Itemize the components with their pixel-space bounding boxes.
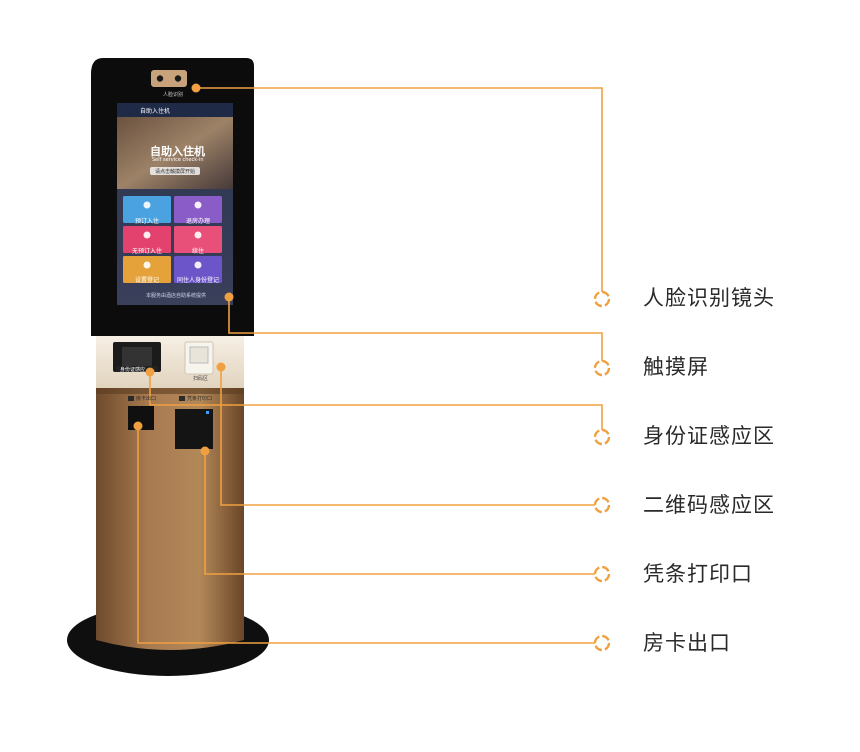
kiosk-body-shadow bbox=[96, 388, 244, 394]
receipt-printer-led bbox=[206, 411, 209, 414]
receipt-slot-label-box bbox=[179, 396, 185, 401]
callout-anchor-dot bbox=[145, 367, 155, 377]
hero-button-label: 请点击触摸屏开始 bbox=[155, 169, 196, 175]
callout-anchor-dot bbox=[133, 421, 143, 431]
hero-subtitle: Self service check-in bbox=[152, 157, 204, 163]
callout-line-touch-screen bbox=[228, 297, 603, 368]
callout-marker-ring bbox=[593, 634, 611, 652]
tile-label-booking: 预订入住 bbox=[134, 218, 159, 225]
callout-label-receipt-printer: 凭条打印口 bbox=[643, 562, 753, 586]
tile-label-settings: 设置登记 bbox=[134, 277, 159, 284]
callout-marker-ring bbox=[593, 428, 611, 446]
id-card-reader-window bbox=[122, 347, 152, 366]
callout-line-id-card bbox=[149, 372, 603, 437]
qr-reader-label: 扫码区 bbox=[193, 376, 209, 382]
qr-code-reader-window bbox=[189, 346, 209, 364]
callout-label-face-camera: 人脸识别镜头 bbox=[643, 286, 775, 310]
clock-icon bbox=[194, 231, 202, 239]
callout-anchor-dot bbox=[224, 292, 234, 302]
menu-tile bbox=[123, 256, 171, 283]
hero-title: 自助入住机 bbox=[150, 145, 205, 158]
callout-marker-ring bbox=[593, 359, 611, 377]
card-slot-label-box bbox=[128, 396, 134, 401]
id-reader-label: 身份证感应 bbox=[120, 367, 146, 373]
screen-hero-overlay bbox=[117, 117, 233, 189]
callout-label-touch-screen: 触摸屏 bbox=[643, 355, 709, 379]
tile-label-cohabitant: 同住人身份登记 bbox=[176, 277, 219, 284]
menu-tile bbox=[174, 226, 222, 253]
tile-label-extend: 续住 bbox=[191, 248, 204, 255]
callout-lines bbox=[133, 83, 611, 652]
user-icon bbox=[194, 261, 202, 269]
callout-label-room-card: 房卡出口 bbox=[643, 631, 731, 655]
menu-tile bbox=[123, 226, 171, 253]
face-camera-module bbox=[151, 70, 187, 87]
calendar-icon bbox=[143, 201, 151, 209]
callout-marker-ring bbox=[593, 565, 611, 583]
callout-label-qr-code: 二维码感应区 bbox=[643, 493, 775, 517]
callout-marker-ring bbox=[593, 496, 611, 514]
menu-tile bbox=[174, 256, 222, 283]
screen-header-bar bbox=[117, 103, 233, 117]
screen-menu-tiles bbox=[123, 196, 222, 283]
card-slot-label: 房卡出口 bbox=[136, 396, 157, 402]
callout-anchor-dot bbox=[200, 446, 210, 456]
card-icon bbox=[143, 231, 151, 239]
screen-header-text: 自助入住机 bbox=[140, 108, 171, 115]
callout-line-room-card bbox=[137, 426, 602, 644]
receipt-slot-label: 凭条打印口 bbox=[187, 396, 213, 402]
screen-hero-image bbox=[117, 117, 233, 189]
camera-lens-right bbox=[174, 75, 182, 82]
receipt-printer-slot bbox=[175, 409, 213, 449]
callout-anchor-dot bbox=[216, 362, 226, 372]
gear-icon bbox=[143, 261, 151, 269]
menu-tile bbox=[174, 196, 222, 223]
callout-marker-ring bbox=[593, 290, 611, 308]
menu-tile bbox=[123, 196, 171, 223]
hero-button bbox=[150, 167, 200, 175]
tile-label-walkin: 无预订入住 bbox=[131, 248, 162, 255]
camera-lens-left bbox=[156, 75, 164, 82]
kiosk-brand-text: 人脸识别 bbox=[163, 92, 184, 98]
callout-line-qr-code bbox=[220, 367, 602, 506]
tile-label-checkout: 退房办理 bbox=[185, 218, 210, 225]
callout-line-face-camera bbox=[196, 87, 603, 299]
id-card-reader-label-plate bbox=[116, 366, 158, 372]
screen-footer-text: 本服务由酒店自助系统提供 bbox=[146, 293, 207, 299]
callout-anchor-dot bbox=[191, 83, 201, 93]
callout-label-id-card: 身份证感应区 bbox=[643, 424, 775, 448]
callout-line-receipt-printer bbox=[204, 451, 602, 575]
door-icon bbox=[194, 201, 202, 209]
